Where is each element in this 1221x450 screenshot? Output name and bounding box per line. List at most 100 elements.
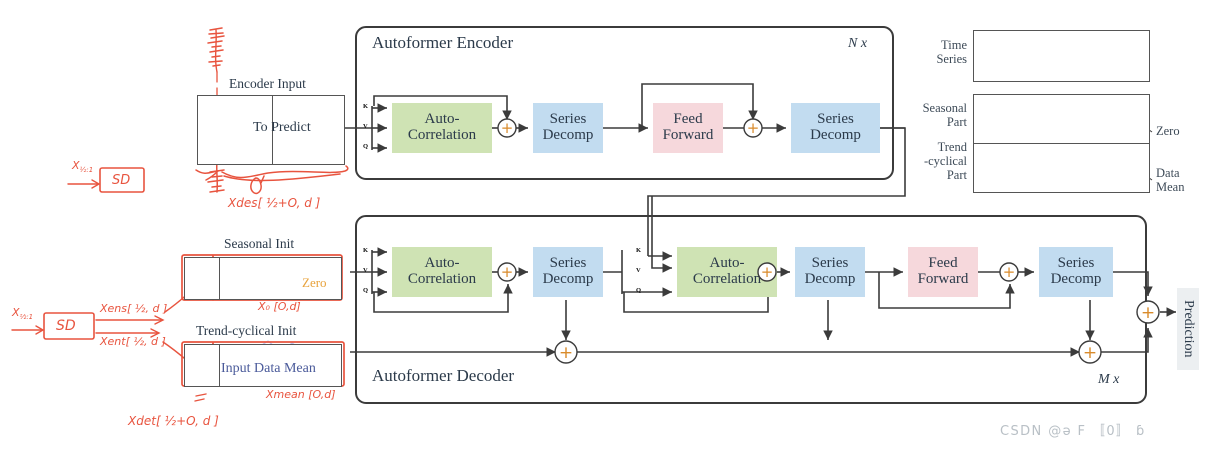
decoder-auto-correlation-line2: Correlation: [407, 271, 477, 287]
prediction-label: Prediction: [1177, 288, 1199, 370]
decoder-final-wire: [350, 271, 1176, 357]
decoder-cross-q-label: Q: [636, 287, 642, 294]
legend-side-zero: Zero: [1156, 124, 1180, 138]
encoder-repeat: N x: [848, 36, 868, 51]
trend-init-mean-box: [219, 344, 342, 387]
decoder-input-wire: [350, 247, 513, 313]
svg-text:+: +: [1141, 303, 1155, 323]
decoder-feed-forward-block[interactable]: Feed Forward: [908, 247, 978, 297]
series-decomp-line1: Series: [549, 255, 587, 272]
svg-text:+: +: [761, 263, 774, 281]
encoder-k-label: K: [363, 103, 369, 110]
annotation-x-ent: Xent[ ½, d ]: [100, 335, 166, 348]
feed-forward-line2: Forward: [917, 271, 969, 287]
seasonal-init-label: Seasonal Init: [224, 236, 295, 251]
decoder-q-label: Q: [363, 287, 369, 294]
decoder-auto-correlation-1[interactable]: Auto- Correlation: [392, 247, 492, 297]
legend-label-time-series: Time Series: [905, 38, 967, 66]
watermark: CSDN @ə F 〚0〛 ɓ: [1000, 424, 1146, 439]
svg-text:+: +: [747, 119, 760, 137]
decoder-series-decomp-3[interactable]: Series Decomp: [1039, 247, 1113, 297]
decoder-title: Autoformer Decoder: [372, 366, 515, 385]
legend-time-series-line2: Series: [936, 52, 967, 66]
legend-box-time-series: [973, 30, 1150, 82]
annotation-x-ent-dim: [ ½, d ]: [125, 335, 166, 348]
decoder-series-decomp-1[interactable]: Series Decomp: [533, 247, 603, 297]
legend-trend-line2: -cyclical: [923, 154, 967, 168]
annotation-sd-box-1: SD: [112, 173, 131, 188]
decoder-crossattn-wire: [603, 250, 790, 313]
series-decomp-line2: Decomp: [1050, 271, 1102, 287]
annotation-x-des-dim: [ ½+O, d ]: [257, 196, 321, 210]
legend-label-seasonal: Seasonal Part: [893, 101, 967, 129]
decoder-stage3-wire: [823, 267, 1034, 340]
svg-text:+: +: [1083, 343, 1097, 363]
encoder-auto-correlation-line2: Correlation: [407, 127, 477, 143]
legend-side-data-mean: Data Mean: [1156, 166, 1184, 194]
encoder-panel: [355, 26, 894, 180]
to-predict-label: To Predict: [253, 120, 311, 135]
annotation-x-ens-dim: [ ½, d ]: [127, 302, 168, 315]
encoder-input-wire: [343, 95, 512, 153]
annotation-x-symbol: X: [72, 159, 80, 172]
legend-box-trend: [973, 143, 1150, 193]
feed-forward-line1: Feed: [928, 255, 958, 272]
feed-forward-line1: Feed: [673, 111, 703, 128]
encoder-q-label: Q: [363, 143, 369, 150]
decoder-auto-correlation-line2: Correlation: [692, 271, 762, 287]
annotation-x-det: Xdet[ ½+O, d ]: [128, 414, 219, 428]
trend-init-label: Trend-cyclical Init: [196, 323, 297, 338]
series-decomp-line2: Decomp: [810, 127, 861, 143]
decoder-repeat: M x: [1098, 372, 1120, 387]
zero-label: Zero: [302, 275, 327, 290]
legend-trend-line1: Trend: [937, 140, 967, 154]
annotation-x-des-symbol: Xdes: [228, 196, 258, 210]
encoder-input-label: Encoder Input: [229, 76, 306, 91]
series-decomp-line1: Series: [811, 255, 849, 272]
decoder-k-label: K: [363, 247, 369, 254]
annotation-x-sub: ½:1: [79, 166, 94, 175]
encoder-v-label: V: [363, 123, 368, 130]
annotation-x-enc-in-2: X²⁄₂:1: [12, 306, 33, 321]
decoder-series-decomp-2[interactable]: Series Decomp: [795, 247, 865, 297]
series-decomp-line1: Series: [817, 111, 854, 128]
encoder-series-decomp-2[interactable]: Series Decomp: [791, 103, 880, 153]
encoder-stage2-wire: [603, 83, 786, 133]
decoder-stage1-wire: [492, 267, 571, 340]
svg-text:+: +: [501, 263, 514, 281]
encoder-series-decomp-1[interactable]: Series Decomp: [533, 103, 603, 153]
legend-time-series-line1: Time: [941, 38, 967, 52]
annotation-sd-box-2: SD: [56, 318, 76, 334]
legend-data-mean-line1: Data: [1156, 166, 1180, 180]
annotation-x-det-dim: [ ½+O, d ]: [155, 414, 219, 428]
encoder-feed-forward-block[interactable]: Feed Forward: [653, 103, 723, 153]
annotation-x-ens-symbol: Xens: [100, 302, 128, 315]
series-decomp-line2: Decomp: [804, 271, 856, 287]
decoder-cross-k-label: K: [636, 247, 642, 254]
feed-forward-line2: Forward: [662, 127, 714, 143]
legend-data-mean-line2: Mean: [1156, 180, 1185, 194]
encoder-title: Autoformer Encoder: [372, 33, 514, 52]
svg-text:+: +: [1003, 263, 1016, 281]
annotation-x-zero: X₀ [O,d]: [258, 300, 301, 313]
annotation-x-sub: ²⁄₂:1: [19, 313, 34, 322]
decoder-auto-correlation-line1: Auto-: [709, 255, 745, 272]
legend-label-trend: Trend -cyclical Part: [893, 140, 967, 182]
seasonal-init-history-box: [184, 257, 222, 300]
seasonal-init-zero-box: [219, 257, 342, 300]
svg-text:+: +: [501, 119, 514, 137]
encoder-history-box: [197, 95, 275, 165]
annotation-x-des: Xdes[ ½+O, d ]: [228, 196, 320, 210]
encoder-auto-correlation-line1: Auto-: [424, 111, 460, 128]
encoder-auto-correlation-block[interactable]: Auto- Correlation: [392, 103, 492, 153]
annotation-x-ent-symbol: Xent: [100, 335, 126, 348]
series-decomp-line1: Series: [549, 111, 587, 128]
annotation-x-symbol: X: [12, 306, 20, 319]
decoder-v-label: V: [363, 267, 368, 274]
series-decomp-line2: Decomp: [542, 127, 594, 143]
legend-box-seasonal: [973, 94, 1150, 144]
series-decomp-line1: Series: [1057, 255, 1095, 272]
annotation-x-det-symbol: Xdet: [128, 414, 156, 428]
